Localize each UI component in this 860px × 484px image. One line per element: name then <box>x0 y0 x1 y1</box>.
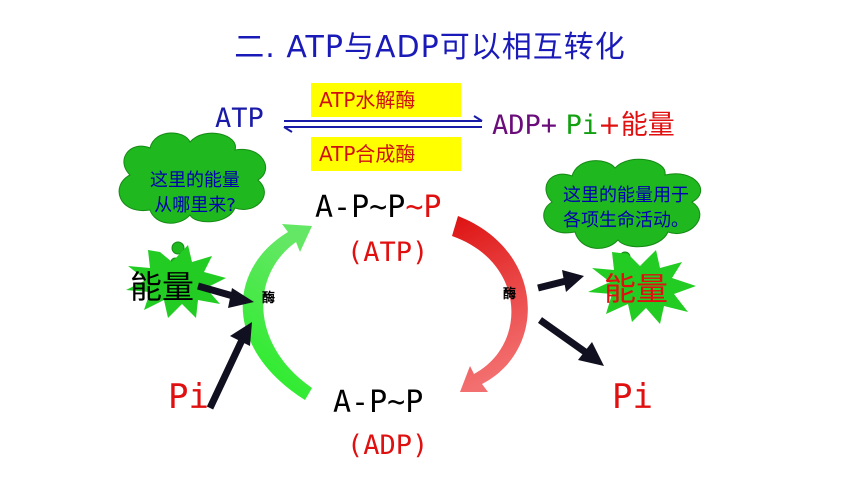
cloud-right-line2: 各项生命活动。 <box>563 210 689 231</box>
burst-right <box>588 250 696 324</box>
cloud-left-line1: 这里的能量 <box>150 170 240 191</box>
reaction-arrows <box>283 115 483 133</box>
cloud-left <box>118 132 267 267</box>
black-arrows <box>197 270 604 410</box>
cloud-left-line2: 从哪里来? <box>154 195 236 216</box>
equation-products: ADP+ Pi+能量 <box>492 103 675 142</box>
pi-left: Pi <box>168 377 209 417</box>
green-arc <box>242 224 312 400</box>
hydrolase-label: ATP水解酶 <box>311 83 461 117</box>
equation-energy: 能量 <box>620 110 675 141</box>
page-title: 二. ATP与ADP可以相互转化 <box>234 30 626 65</box>
energy-left: 能量 <box>130 268 195 306</box>
atp-formula-high-energy-bond: ~P <box>405 190 442 225</box>
equation-plus: + <box>598 110 621 141</box>
adp-label: (ADP) <box>347 430 429 461</box>
cloud-right-line1: 这里的能量用于 <box>563 185 689 206</box>
equation-pi: Pi <box>565 110 599 141</box>
atp-formula-main: A-P~P <box>315 190 406 225</box>
pi-right: Pi <box>612 377 653 417</box>
red-arc <box>452 216 528 392</box>
enzyme-right: 酶 <box>503 287 517 302</box>
energy-right: 能量 <box>604 270 669 308</box>
enzyme-left: 酶 <box>262 291 276 306</box>
cloud-right-text: 这里的能量用于 各项生命活动。 <box>556 183 696 233</box>
equation-atp: ATP <box>215 103 264 134</box>
atp-formula: A-P~P~P <box>315 190 441 225</box>
adp-formula: A-P~P <box>333 385 424 420</box>
synthase-label: ATP合成酶 <box>311 137 461 171</box>
equation-adp: ADP+ <box>492 110 558 141</box>
cloud-left-text: 这里的能量 从哪里来? <box>140 168 250 218</box>
atp-label: (ATP) <box>347 237 429 268</box>
burst-left <box>126 245 226 318</box>
